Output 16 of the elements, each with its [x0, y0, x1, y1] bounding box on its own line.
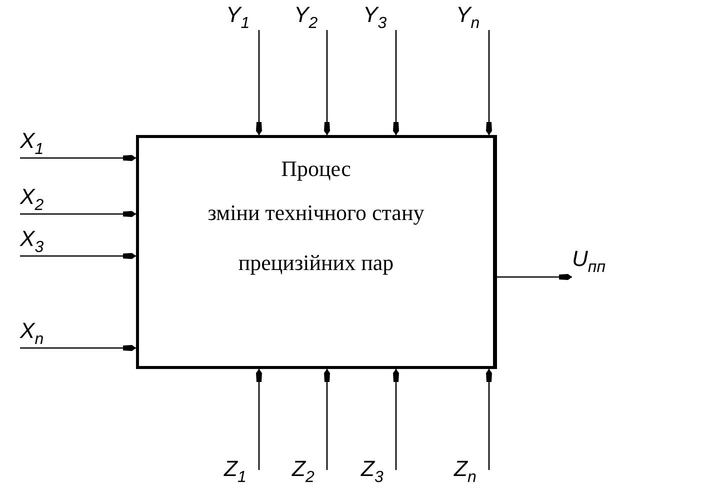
signal-label: X$_{3}$ [20, 226, 44, 261]
signal-label: Y$_{n}$ [456, 2, 480, 37]
process-box [136, 135, 497, 369]
signal-label: Y$_{1}$ [226, 2, 250, 37]
signal-label: X$_{2}$ [20, 184, 44, 219]
signal-label: X$_{n}$ [20, 318, 44, 353]
process-title: Процес [281, 155, 351, 183]
signal-label: Z$_{3}$ [361, 456, 384, 491]
signal-label: U$_{пп}$ [572, 246, 606, 281]
signal-label: X$_{1}$ [20, 128, 44, 163]
process-description: зміни технічного стану прецизійних пар [206, 199, 426, 277]
signal-label: Y$_{3}$ [363, 2, 387, 37]
signal-label: Z$_{n}$ [454, 456, 476, 491]
signal-label: Z$_{2}$ [292, 456, 314, 491]
signal-label: Z$_{1}$ [224, 456, 246, 491]
signal-label: Y$_{2}$ [294, 2, 318, 37]
